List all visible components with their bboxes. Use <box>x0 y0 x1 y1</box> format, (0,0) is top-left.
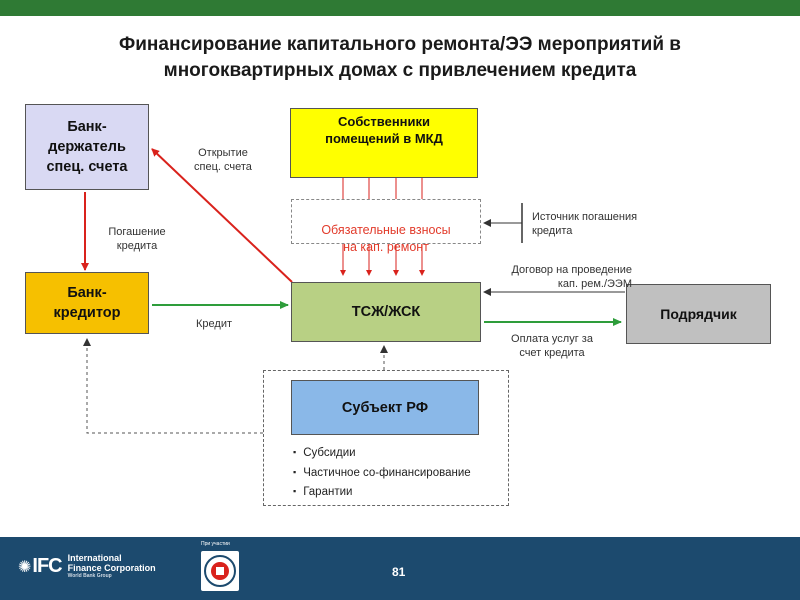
title-line-2: многоквартирных домах с привлечением кре… <box>163 60 637 81</box>
partner-caption: При участии <box>201 541 230 547</box>
contribution-hoa-arrows <box>340 244 425 276</box>
credit-label: Кредит <box>196 318 233 330</box>
account-opening-arrow <box>151 148 293 283</box>
region-label: Субъект РФ <box>341 399 429 416</box>
ifc-name-line-2: Finance Corporation <box>67 563 156 573</box>
contributions-label: Обязательные взносы на кап. ремонт <box>321 223 451 254</box>
owners-node: Собственники помещений в МКД <box>290 108 478 178</box>
footer-bar <box>0 537 800 600</box>
ifc-mark-text: IFC <box>32 554 62 577</box>
region-node: Субъект РФ <box>291 380 479 435</box>
ifc-logo: ✺IFC International Finance Corporation W… <box>18 553 156 579</box>
ifc-subtitle: World Bank Group <box>67 573 112 579</box>
account-opening-label: Открытие спец. счета <box>194 147 252 173</box>
owners-label: Собственники помещений в МКД <box>325 114 443 146</box>
ifc-name-line-1: International <box>67 553 122 563</box>
page-number: 81 <box>392 565 406 579</box>
loan-repayment-label: Погашение кредита <box>108 226 166 252</box>
support-item: Субсидии <box>293 444 471 464</box>
ifc-mark: ✺IFC <box>18 554 63 578</box>
support-item: Гарантии <box>293 483 471 503</box>
bank-holder-label: Банк- держатель спец. счета <box>46 119 128 175</box>
payment-label: Оплата услуг за счет кредита <box>511 333 593 359</box>
hoa-node: ТСЖ/ЖСК <box>291 282 481 342</box>
support-item: Частичное со-финансирование <box>293 464 470 484</box>
partner-emblem <box>204 555 236 587</box>
contractor-label: Подрядчик <box>660 306 737 322</box>
guarantee-dashed-link <box>83 338 263 434</box>
partner-logo-icon <box>201 551 239 591</box>
bank-creditor-node: Банк- кредитор <box>25 272 149 334</box>
bank-creditor-label: Банк- кредитор <box>53 285 121 321</box>
ifc-globe-icon: ✺ <box>18 558 31 576</box>
diagram-title: Финансирование капитального ремонта/ЭЭ м… <box>40 32 760 84</box>
repayment-source-label: Источник погашения кредита <box>532 211 638 237</box>
hoa-label: ТСЖ/ЖСК <box>351 304 421 320</box>
state-support-frame <box>263 370 509 506</box>
title-line-1: Финансирование капитального ремонта/ЭЭ м… <box>119 34 681 55</box>
ifc-name: International Finance Corporation World … <box>68 553 156 579</box>
contract-label: Договор на проведение кап. рем./ЭЭМ <box>511 264 632 290</box>
contractor-node: Подрядчик <box>626 284 771 344</box>
contributions-node: Обязательные взносы на кап. ремонт <box>291 199 481 254</box>
header-bar <box>0 0 800 16</box>
bank-holder-node: Банк- держатель спец. счета <box>25 104 149 190</box>
support-list: Субсидии Частичное со-финансирование Гар… <box>293 444 471 503</box>
